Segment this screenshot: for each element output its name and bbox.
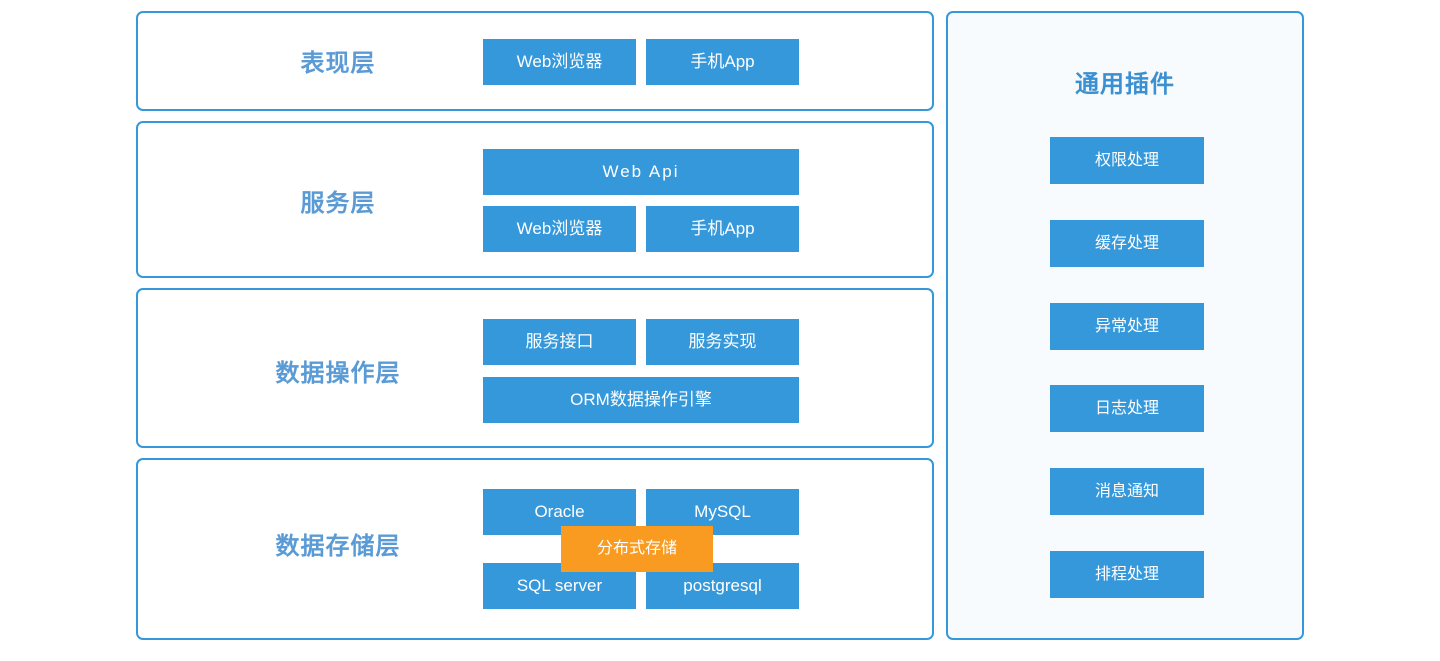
- plugins-panel: 通用插件 权限处理 缓存处理 异常处理 日志处理 消息通知 排程处理: [946, 11, 1304, 640]
- layer-title-service: 服务层: [300, 190, 376, 217]
- node-web-browser-service[interactable]: Web浏览器: [483, 206, 636, 252]
- layer-panel-data-operation: 数据操作层 服务接口 服务实现 ORM数据操作引擎: [136, 288, 934, 448]
- node-service-implementation[interactable]: 服务实现: [646, 319, 799, 365]
- layer-panel-data-storage: 数据存储层 Oracle MySQL SQL server postgresql…: [136, 458, 934, 640]
- layer-title-data-operation: 数据操作层: [275, 360, 401, 387]
- node-oracle[interactable]: Oracle: [483, 489, 636, 535]
- node-distributed-storage[interactable]: 分布式存储: [561, 526, 713, 572]
- layer-panel-service: 服务层 Web Api Web浏览器 手机App: [136, 121, 934, 278]
- plugin-button-scheduling[interactable]: 排程处理: [1050, 551, 1204, 598]
- plugin-button-logging[interactable]: 日志处理: [1050, 385, 1204, 432]
- layer-title-presentation: 表现层: [300, 50, 376, 77]
- plugin-button-exception[interactable]: 异常处理: [1050, 303, 1204, 350]
- plugin-button-message-notification[interactable]: 消息通知: [1050, 468, 1204, 515]
- node-postgresql[interactable]: postgresql: [646, 563, 799, 609]
- node-mobile-app-service[interactable]: 手机App: [646, 206, 799, 252]
- node-orm-engine[interactable]: ORM数据操作引擎: [483, 377, 799, 423]
- node-sql-server[interactable]: SQL server: [483, 563, 636, 609]
- layer-title-data-storage: 数据存储层: [275, 533, 401, 560]
- node-mobile-app-presentation[interactable]: 手机App: [646, 39, 799, 85]
- plugin-button-cache[interactable]: 缓存处理: [1050, 220, 1204, 267]
- node-service-interface[interactable]: 服务接口: [483, 319, 636, 365]
- node-web-api[interactable]: Web Api: [483, 149, 799, 195]
- plugins-panel-title: 通用插件: [1075, 71, 1175, 98]
- layer-panel-presentation: 表现层 Web浏览器 手机App: [136, 11, 934, 111]
- node-web-browser-presentation[interactable]: Web浏览器: [483, 39, 636, 85]
- plugin-button-permission[interactable]: 权限处理: [1050, 137, 1204, 184]
